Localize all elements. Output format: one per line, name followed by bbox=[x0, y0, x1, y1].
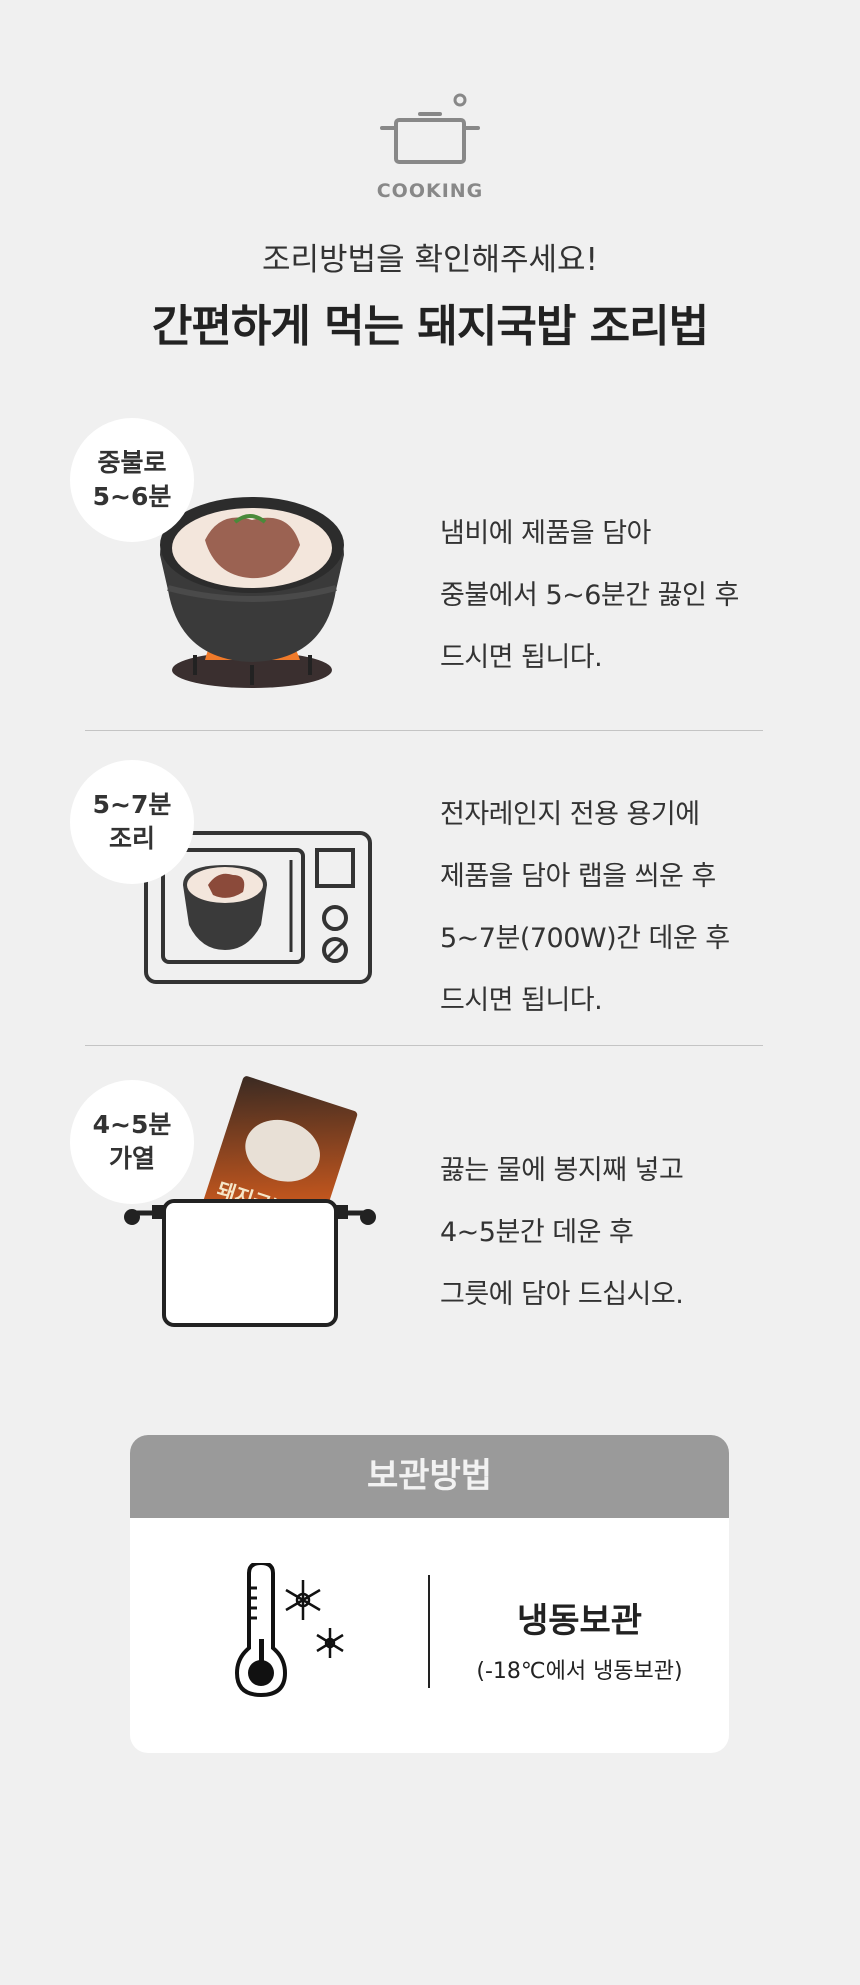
page-title: 간편하게 먹는 돼지국밥 조리법 bbox=[151, 301, 709, 352]
cooking-label: COOKING bbox=[376, 180, 484, 202]
instruction-line: 냄비에 제품을 담아 bbox=[440, 518, 651, 549]
storage-detail: (-18℃에서 냉동보관) bbox=[476, 1659, 683, 1684]
instruction-line: 제품을 담아 랩을 씌운 후 bbox=[440, 861, 716, 892]
badge-line: 가열 bbox=[108, 1144, 155, 1173]
cooking-pot-image bbox=[124, 1199, 376, 1327]
instruction-line: 그릇에 담아 드십시오. bbox=[440, 1279, 684, 1310]
instruction-line: 4~5분간 데운 후 bbox=[440, 1217, 634, 1248]
divider bbox=[85, 730, 763, 731]
instruction-line: 드시면 됩니다. bbox=[440, 985, 603, 1016]
badge-line: 4~5분 bbox=[92, 1110, 172, 1139]
step-instructions: 끓는 물에 봉지째 넣고 4~5분간 데운 후 그릇에 담아 드십시오. bbox=[440, 1140, 684, 1326]
step-instructions: 전자레인지 전용 용기에 제품을 담아 랩을 씌운 후 5~7분(700W)간 … bbox=[440, 784, 730, 1032]
instruction-line: 전자레인지 전용 용기에 bbox=[440, 799, 700, 830]
instruction-line: 5~7분(700W)간 데운 후 bbox=[440, 923, 730, 954]
thermometer-snowflake-icon bbox=[235, 1563, 344, 1698]
step-badge: 5~7분 조리 bbox=[70, 760, 194, 884]
storage-card: 보관방법 냉동보관 (-18℃에서 냉동보관) bbox=[130, 1435, 729, 1753]
step-badge: 4~5분 가열 bbox=[70, 1080, 194, 1204]
step-badge: 중불로 5~6분 bbox=[70, 418, 194, 542]
divider bbox=[85, 1045, 763, 1046]
stone-pot-on-stove-image bbox=[160, 497, 344, 688]
badge-line: 5~6분 bbox=[92, 482, 172, 511]
microwave-image bbox=[144, 831, 372, 984]
storage-title: 보관방법 bbox=[130, 1435, 729, 1518]
badge-line: 중불로 bbox=[97, 448, 167, 477]
vertical-divider bbox=[428, 1575, 430, 1688]
badge-line: 조리 bbox=[108, 824, 155, 853]
subtitle: 조리방법을 확인해주세요! bbox=[261, 242, 598, 278]
instruction-line: 드시면 됩니다. bbox=[440, 642, 603, 673]
cooking-pot-icon bbox=[380, 93, 480, 164]
badge-line: 5~7분 bbox=[92, 790, 172, 819]
step-instructions: 냄비에 제품을 담아 중불에서 5~6분간 끓인 후 드시면 됩니다. bbox=[440, 503, 739, 689]
instruction-line: 중불에서 5~6분간 끓인 후 bbox=[440, 580, 739, 611]
instruction-line: 끓는 물에 봉지째 넣고 bbox=[440, 1155, 684, 1186]
storage-method: 냉동보관 bbox=[516, 1601, 643, 1641]
